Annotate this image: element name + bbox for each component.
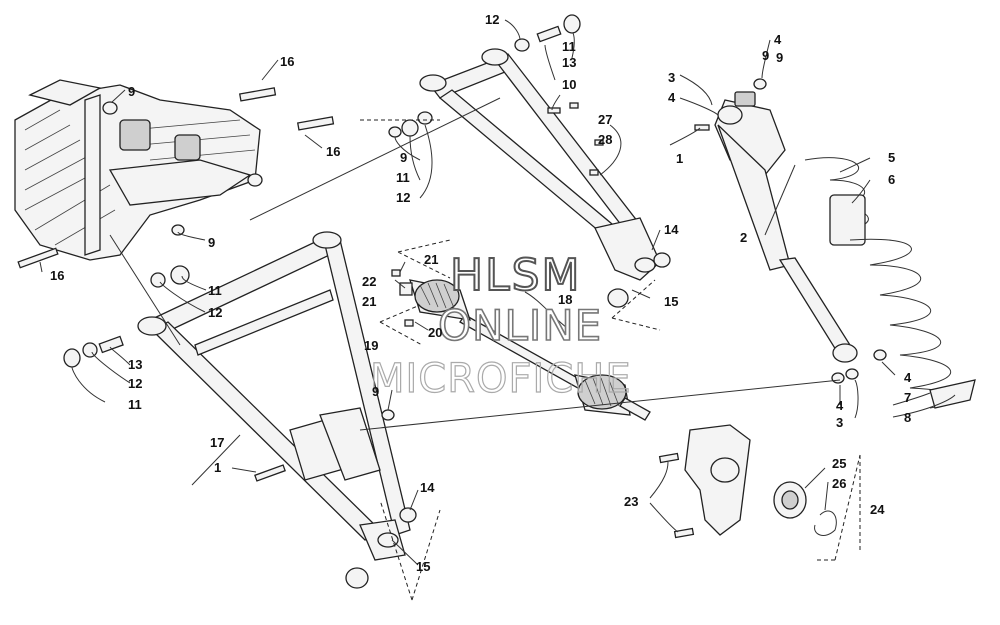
callout-24: 24: [870, 502, 885, 517]
callout-9: 9: [128, 84, 135, 99]
callout-23: 23: [624, 494, 638, 509]
callout-17: 17: [210, 435, 224, 450]
callout-8: 8: [904, 410, 911, 425]
callout-22: 22: [362, 274, 376, 289]
callout-4: 4: [904, 370, 912, 385]
callout-14: 14: [420, 480, 435, 495]
callout-3: 3: [836, 415, 843, 430]
watermark-line-3: MICROFICHE: [370, 356, 632, 402]
callout-16: 16: [50, 268, 64, 283]
spring: [804, 157, 976, 409]
lower-a-arm: [137, 231, 411, 561]
callout-9: 9: [208, 235, 215, 250]
bearing: [773, 481, 837, 536]
callout-14: 14: [664, 222, 679, 237]
callout-25: 25: [832, 456, 846, 471]
callout-1: 1: [676, 151, 683, 166]
callout-27: 27: [598, 112, 612, 127]
knuckle: [684, 424, 751, 536]
callout-4: 4: [836, 398, 844, 413]
callout-12: 12: [208, 305, 222, 320]
callout-4: 4: [774, 32, 782, 47]
leader-lines: [39, 19, 956, 566]
callout-9: 9: [400, 150, 407, 165]
callout-19: 19: [364, 338, 378, 353]
callout-3: 3: [668, 70, 675, 85]
cv-axle: [399, 279, 651, 421]
callout-21: 21: [424, 252, 438, 267]
callout-28: 28: [598, 132, 612, 147]
callout-15: 15: [416, 559, 430, 574]
callout-4: 4: [668, 90, 676, 105]
upper-a-arm: [419, 48, 661, 281]
bracket-groups: [360, 119, 861, 601]
watermark-line-2: ONLINE: [438, 301, 602, 350]
callout-16: 16: [280, 54, 294, 69]
callout-11: 11: [128, 397, 142, 412]
callout-12: 12: [396, 190, 410, 205]
callout-13: 13: [128, 357, 142, 372]
callout-6: 6: [888, 172, 895, 187]
callout-5: 5: [888, 150, 895, 165]
callout-10: 10: [562, 77, 576, 92]
callout-26: 26: [832, 476, 846, 491]
shock-absorber: [714, 91, 858, 363]
callout-2: 2: [740, 230, 747, 245]
callout-13: 13: [562, 55, 576, 70]
frame: [14, 79, 261, 261]
callout-11: 11: [562, 39, 576, 54]
callout-18: 18: [558, 292, 572, 307]
callout-11: 11: [208, 283, 222, 298]
callout-9: 9: [776, 50, 783, 65]
callout-20: 20: [428, 325, 442, 340]
callout-labels: 16 16 16 9 9 9 9 9 12 12 12 12 11 11 11 …: [50, 12, 912, 574]
callout-21: 21: [362, 294, 376, 309]
callout-7: 7: [904, 390, 911, 405]
callout-9: 9: [762, 48, 769, 63]
callout-1: 1: [214, 460, 221, 475]
hardware: [17, 14, 887, 589]
callout-16: 16: [326, 144, 340, 159]
callout-12: 12: [485, 12, 499, 27]
watermark-line-1: HLSM: [450, 250, 582, 301]
callout-9: 9: [372, 384, 379, 399]
callout-15: 15: [664, 294, 678, 309]
callout-12: 12: [128, 376, 142, 391]
callout-11: 11: [396, 170, 410, 185]
watermark: HLSM ONLINE MICROFICHE: [369, 249, 632, 403]
